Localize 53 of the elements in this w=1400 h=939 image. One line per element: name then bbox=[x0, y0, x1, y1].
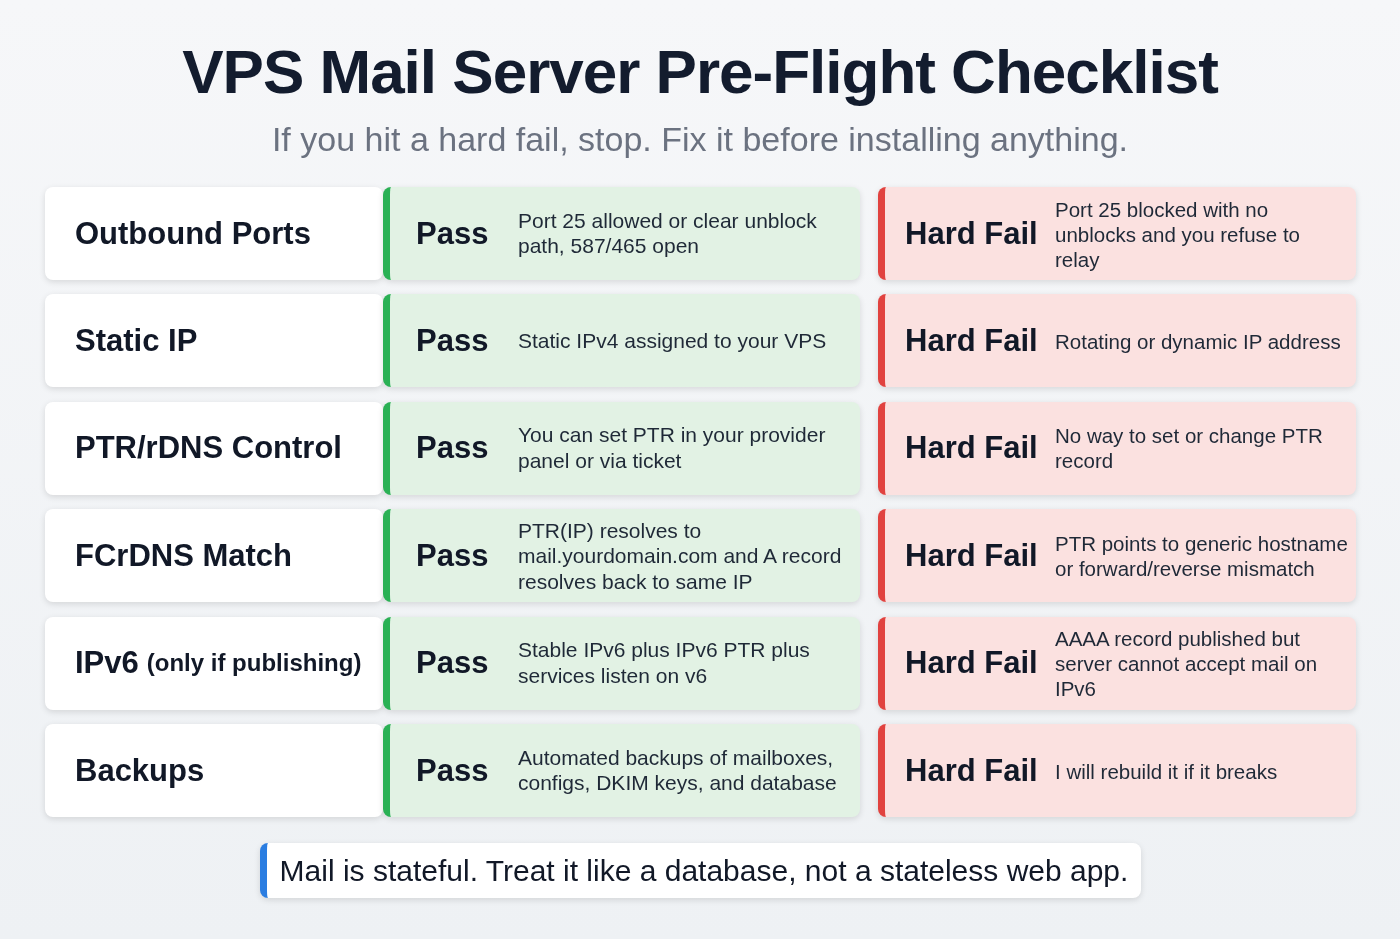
criterion-text: Rotating or dynamic IP address bbox=[1055, 328, 1342, 354]
check-name: Outbound Ports bbox=[75, 215, 311, 252]
criterion-text: No way to set or change PTR record bbox=[1055, 423, 1324, 474]
check-name: Static IP bbox=[75, 322, 198, 359]
status-label: Pass bbox=[416, 752, 489, 789]
status-label: Pass bbox=[416, 645, 489, 682]
status-label: Hard Fail bbox=[905, 537, 1038, 574]
note-text: Mail is stateful. Treat it like a database, not a stateless web app. bbox=[279, 853, 1129, 888]
pass-card bbox=[383, 616, 860, 710]
status-label: Pass bbox=[416, 430, 489, 467]
status-label: Hard Fail bbox=[905, 752, 1038, 789]
check-name-card bbox=[45, 724, 383, 817]
status-label: Hard Fail bbox=[905, 645, 1038, 682]
criterion-text: Port 25 allowed or clear unblock path, 587/465 open bbox=[518, 207, 818, 260]
status-label: Pass bbox=[416, 322, 489, 359]
status-label: Hard Fail bbox=[905, 215, 1038, 252]
fail-card bbox=[878, 294, 1356, 388]
criterion-text: Static IPv4 assigned to your VPS bbox=[518, 328, 828, 354]
criterion-text: PTR points to generic hostname or forward/reverse mismatch bbox=[1055, 530, 1349, 581]
check-name-card bbox=[45, 187, 383, 280]
fail-card bbox=[878, 187, 1356, 280]
fail-card bbox=[878, 724, 1356, 817]
check-qualifier: (only if publishing) bbox=[146, 649, 362, 678]
note-card bbox=[260, 843, 1141, 898]
subtitle: If you hit a hard fail, stop. Fix it before installing anything. bbox=[270, 120, 1130, 159]
pass-card bbox=[383, 187, 860, 280]
criterion-text: Automated backups of mailboxes, configs, DKIM keys, and database bbox=[518, 744, 838, 797]
status-label: Hard Fail bbox=[905, 430, 1038, 467]
pass-card bbox=[383, 724, 860, 817]
criterion-text: AAAA record published but server cannot accept mail on IPv6 bbox=[1055, 625, 1319, 701]
fail-card bbox=[878, 509, 1356, 603]
check-name: IPv6 bbox=[75, 645, 139, 682]
criterion-text: I will rebuild it if it breaks bbox=[1055, 758, 1279, 783]
check-name-card bbox=[45, 401, 383, 495]
criterion-text: PTR(IP) resolves to mail.yourdomain.com and A record resolves back to same IP bbox=[518, 517, 843, 595]
check-name: PTR/rDNS Control bbox=[75, 430, 342, 467]
title: VPS Mail Server Pre-Flight Checklist bbox=[181, 36, 1219, 107]
criterion-text: You can set PTR in your provider panel or via ticket bbox=[518, 422, 827, 474]
pass-card bbox=[383, 294, 860, 388]
criterion-text: Stable IPv6 plus IPv6 PTR plus services listen on v6 bbox=[518, 637, 811, 689]
check-name-card bbox=[45, 294, 383, 388]
pass-card bbox=[383, 401, 860, 495]
check-name-card bbox=[45, 509, 383, 603]
criterion-text: Port 25 blocked with no unblocks and you refuse to relay bbox=[1055, 196, 1302, 271]
fail-card bbox=[878, 616, 1356, 710]
pass-card bbox=[383, 509, 860, 603]
check-name: Backups bbox=[75, 752, 205, 789]
status-label: Hard Fail bbox=[905, 322, 1038, 359]
check-name-card bbox=[45, 616, 383, 710]
status-label: Pass bbox=[416, 537, 489, 574]
check-name: FCrDNS Match bbox=[75, 537, 292, 574]
status-label: Pass bbox=[416, 215, 489, 252]
fail-card bbox=[878, 401, 1356, 495]
